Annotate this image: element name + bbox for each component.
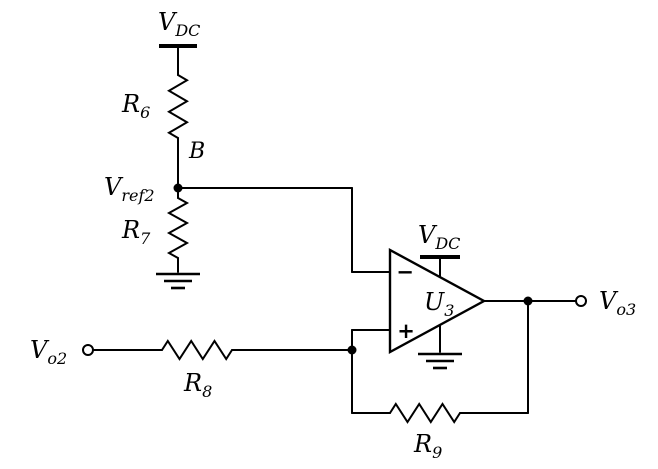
junction-dot-noninverting [347,345,357,355]
junction-dot-output [523,296,533,306]
vref2-label: Vref2 [104,173,155,205]
vo3-label: Vo3 [599,287,636,319]
r8-label: R8 [183,369,212,401]
noninverting-input-plus-icon: + [397,319,415,343]
opamp-u3-triangle [388,247,487,355]
r6-label: R6 [121,90,150,122]
wires [92,45,577,414]
vdc-opamp-label: VDC [418,221,460,253]
resistor-r7 [166,197,190,259]
resistor-r6 [167,74,189,139]
vo2-label: Vo2 [30,336,67,368]
r7-label: R7 [121,216,151,248]
vdc-top-label: VDC [158,8,200,40]
resistor-r9 [389,402,461,424]
terminal-vo3 [575,295,587,307]
r9-label: R9 [413,430,442,462]
ground-icon [418,352,462,370]
junction-dot-vref2 [173,183,183,193]
ground-icon [156,272,200,290]
terminal-vo2 [82,344,94,356]
inverting-input-minus-icon: − [396,260,414,284]
node-b-label: B [188,139,205,164]
u3-label: U3 [424,288,454,320]
resistor-r8 [161,339,233,361]
